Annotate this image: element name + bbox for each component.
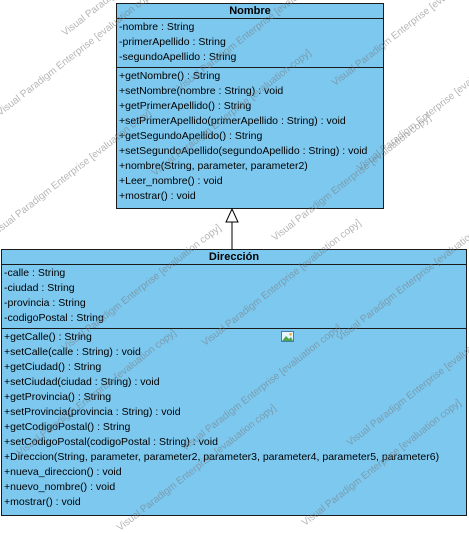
- operation: +getCalle() : String: [4, 331, 92, 343]
- operation: +Direccion(String, parameter, parameter2…: [4, 451, 440, 463]
- operation: +setProvincia(provincia : String) : void: [4, 406, 181, 418]
- operation: +mostrar() : void: [119, 190, 196, 202]
- class-direccion[interactable]: Dirección -calle : String -ciudad : Stri…: [1, 249, 467, 516]
- generalization-arrowhead: [225, 207, 239, 223]
- operations-section: +getNombre() : String +setNombre(nombre …: [117, 68, 383, 206]
- operation: +getPrimerApellido() : String: [119, 100, 252, 112]
- operation: +setNombre(nombre : String) : void: [119, 85, 284, 97]
- operation: +nombre(String, parameter, parameter2): [119, 160, 308, 172]
- attribute: -calle : String: [4, 267, 66, 279]
- attribute: -primerApellido : String: [119, 36, 226, 48]
- operation: +getCiudad() : String: [4, 361, 102, 373]
- attribute: -provincia : String: [4, 297, 86, 309]
- attribute: -nombre : String: [119, 21, 195, 33]
- attribute: -codigoPostal : String: [4, 312, 104, 324]
- operations-section: +getCalle() : String +setCalle(calle : S…: [2, 329, 466, 512]
- class-title: Dirección: [2, 250, 466, 265]
- operation: +setCiudad(ciudad : String) : void: [4, 376, 160, 388]
- operation: +setCodigoPostal(codigoPostal : String) …: [4, 436, 218, 448]
- operation: +setSegundoApellido(segundoApellido : St…: [119, 145, 368, 157]
- attribute: -segundoApellido : String: [119, 51, 237, 63]
- operation: +nuevo_nombre() : void: [4, 481, 116, 493]
- operation: +getSegundoApellido() : String: [119, 130, 263, 142]
- operation: +getNombre() : String: [119, 70, 221, 82]
- attributes-section: -calle : String -ciudad : String -provin…: [2, 265, 466, 329]
- class-nombre[interactable]: Nombre -nombre : String -primerApellido …: [116, 3, 384, 209]
- image-icon[interactable]: [281, 331, 294, 342]
- operation: +setCalle(calle : String) : void: [4, 346, 141, 358]
- operation: +setPrimerApellido(primerApellido : Stri…: [119, 115, 346, 127]
- operation: +getCodigoPostal() : String: [4, 421, 131, 433]
- attributes-section: -nombre : String -primerApellido : Strin…: [117, 19, 383, 68]
- generalization-connector[interactable]: [0, 0, 469, 520]
- attribute: -ciudad : String: [4, 282, 75, 294]
- operation: +getProvincia() : String: [4, 391, 112, 403]
- operation: +mostrar() : void: [4, 496, 81, 508]
- operation: +Leer_nombre() : void: [119, 175, 223, 187]
- class-title: Nombre: [117, 4, 383, 19]
- operation: +nueva_direccion() : void: [4, 466, 122, 478]
